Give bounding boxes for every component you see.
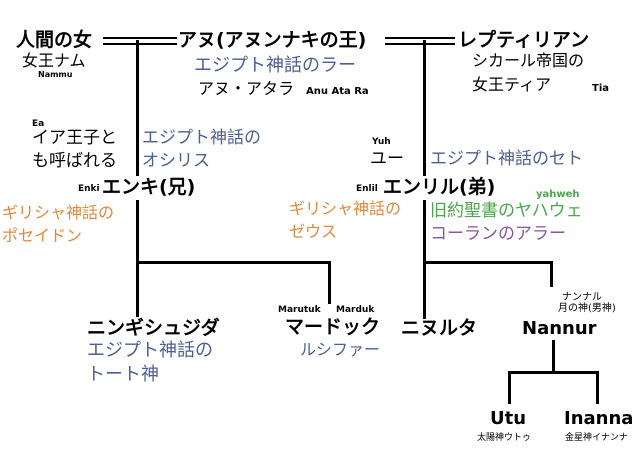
enlil-yahweh-tag: yahweh — [536, 189, 580, 200]
marriage-line-anu-reptilian-bottom — [385, 43, 455, 45]
marduk-tag2: Marduk — [336, 305, 375, 315]
sibling-line-nannur-children — [508, 371, 599, 374]
enki-name: エンキ(兄) — [102, 176, 196, 198]
enlil-note: ユー — [370, 149, 404, 169]
human-woman-sub: 女王ナム — [22, 51, 86, 70]
marduk-alt: ルシファー — [300, 340, 381, 359]
enlil-quran: コーランのアラー — [430, 224, 566, 244]
reptilian-tag: Tia — [592, 83, 609, 94]
enlil-tag: Enlil — [356, 184, 378, 194]
marriage-line-anu-human-bottom — [103, 43, 177, 45]
enlil-egypt: エジプト神話のセト — [430, 149, 583, 169]
reptilian-sub2: 女王ティア — [472, 75, 552, 94]
ningishzida-egypt2: トート神 — [87, 364, 159, 385]
enlil-greek1: ギリシャ神話の — [289, 199, 402, 218]
nannur-note1: ナンナル — [562, 292, 602, 303]
human-woman-tag: Nammu — [38, 70, 73, 79]
descent-line-enlil — [423, 40, 426, 176]
enki-greek1: ギリシャ神話の — [2, 203, 115, 222]
descent-line-enki-children — [136, 200, 139, 263]
enki-tag: Enki — [78, 184, 100, 194]
ningishzida-name: ニンギシュジダ — [87, 317, 220, 339]
enki-tag-top: Ea — [32, 119, 45, 129]
descent-line-inanna — [596, 371, 599, 404]
sibling-line-enlil-children — [423, 261, 553, 264]
enki-note2: も呼ばれる — [32, 151, 117, 171]
descent-line-nannur — [550, 261, 553, 287]
reptilian-sub1: シカール帝国の — [472, 51, 585, 70]
descent-line-marduk — [328, 261, 331, 304]
descent-line-enki — [136, 40, 139, 176]
anu-ata-tag: Anu Ata Ra — [306, 86, 369, 97]
anu-egypt: エジプト神話のラー — [194, 55, 356, 76]
marriage-line-anu-human-top — [103, 37, 177, 39]
marriage-line-anu-reptilian-top — [385, 37, 455, 39]
descent-line-nannur-children — [552, 340, 555, 373]
marduk-name: マードック — [285, 316, 381, 338]
enki-note1: イア王子と — [32, 128, 117, 148]
utu-sub: 太陽神ウトゥ — [477, 433, 532, 443]
reptilian-name: レプティリアン — [458, 29, 590, 51]
enlil-greek2: ゼウス — [289, 222, 338, 241]
marduk-tag1: Marutuk — [278, 305, 321, 315]
enlil-bible: 旧約聖書のヤハウェ — [430, 201, 583, 221]
enlil-name: エンリル(弟) — [383, 176, 496, 198]
enki-egypt1: エジプト神話の — [142, 128, 261, 148]
descent-line-ningishzida — [136, 261, 139, 317]
inanna-sub: 金星神イナンナ — [565, 433, 628, 443]
inanna-name: Inanna — [564, 408, 634, 429]
nannur-note2: 月の神(男神) — [558, 303, 616, 314]
enlil-tag-top: Yuh — [372, 137, 391, 147]
enki-egypt2: オシリス — [142, 151, 210, 171]
anu-ata: アヌ・アタラ — [198, 79, 295, 98]
ninurta-name: ニヌルタ — [401, 317, 478, 339]
descent-line-utu — [508, 371, 511, 404]
anu-name: アヌ(アヌンナキの王) — [178, 29, 367, 51]
sibling-line-enki-children — [136, 261, 331, 264]
enki-greek2: ポセイドン — [2, 226, 83, 245]
nannur-name: Nannur — [522, 318, 597, 339]
utu-name: Utu — [490, 408, 527, 429]
human-woman-name: 人間の女 — [16, 29, 93, 51]
descent-line-enlil-children — [423, 200, 426, 319]
ningishzida-egypt1: エジプト神話の — [87, 340, 213, 361]
